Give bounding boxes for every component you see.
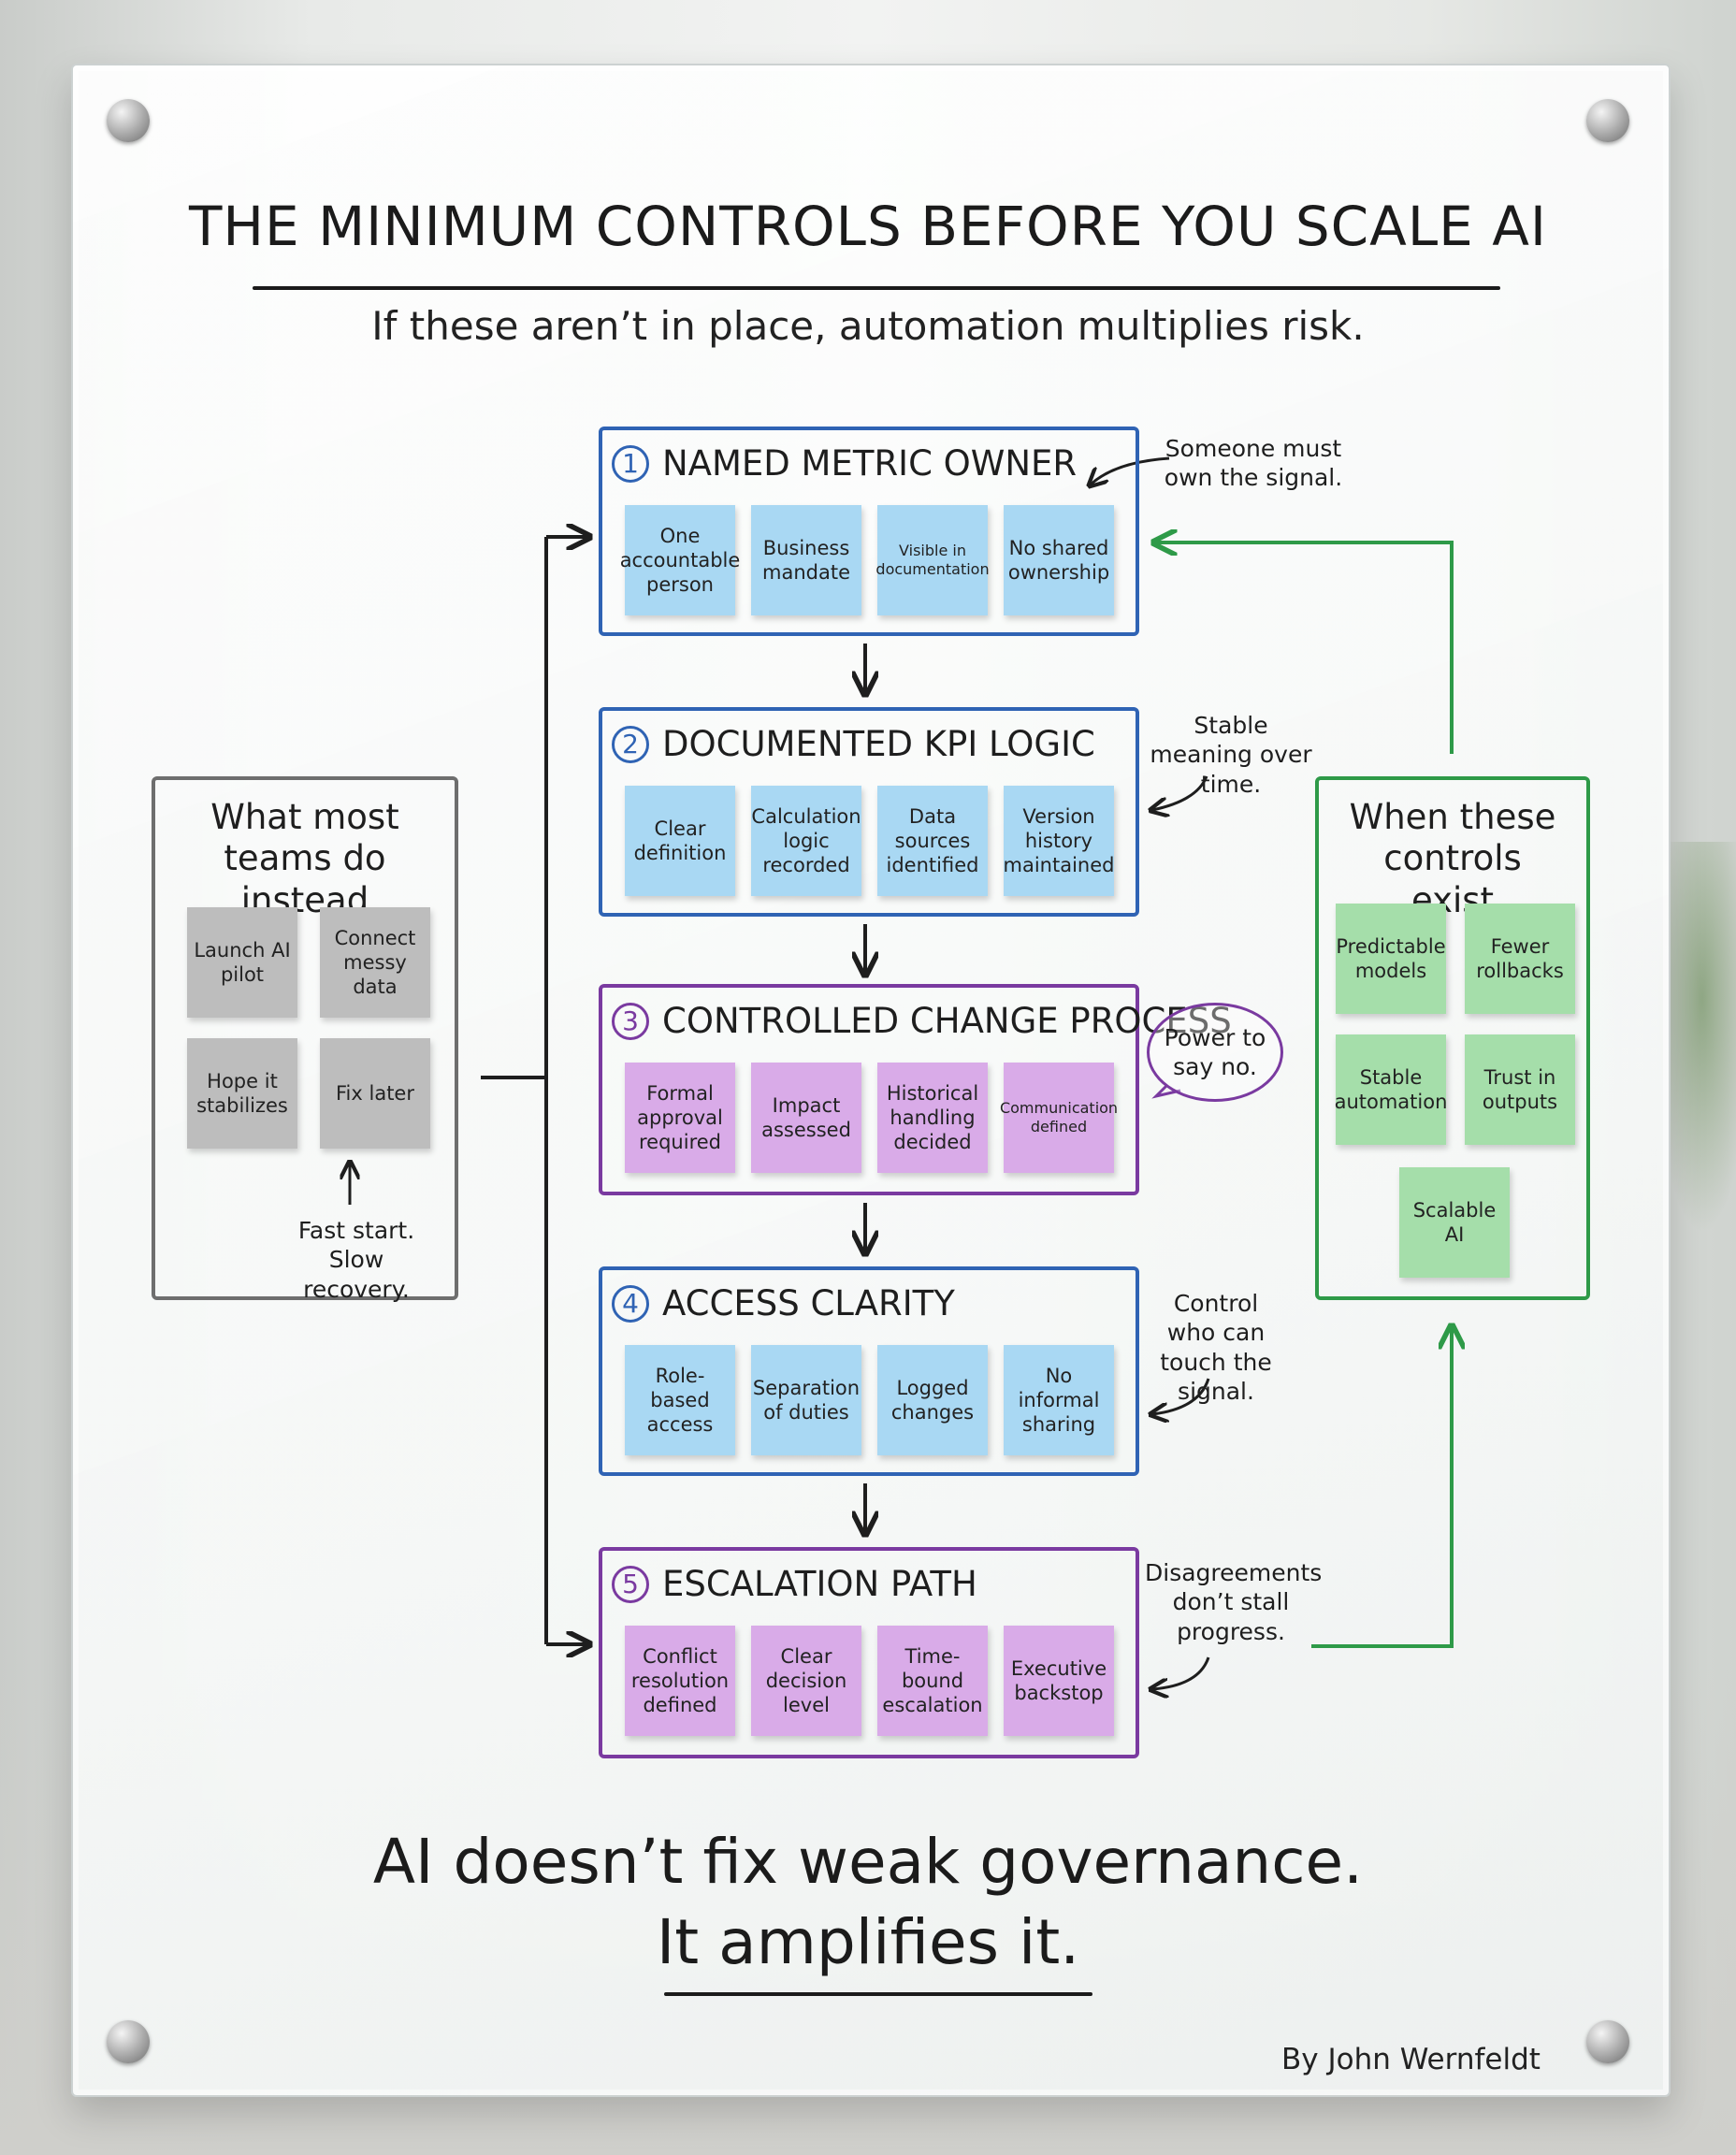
right-panel: When these controls exist Predictable mo… [1315,776,1590,1300]
step-2-title: DOCUMENTED KPI LOGIC [662,724,1095,764]
step-3-box: 3 CONTROLLED CHANGE PROCESS Formal appro… [599,984,1232,1195]
sticky-note: Communication defined [1000,1063,1118,1173]
sticky-note: Connect messy data [320,907,430,1018]
sticky-note: Fix later [320,1038,430,1149]
step-5-number: 5 [612,1565,649,1603]
step-1-number: 1 [612,444,649,483]
step-5-notes: Conflict resolution defined Clear decisi… [625,1626,1114,1736]
sticky-note: Impact assessed [751,1063,861,1173]
step-5-title: ESCALATION PATH [662,1564,977,1604]
sticky-note: Role-based access [625,1345,735,1455]
tagline-line-2: It amplifies it. [656,1905,1080,1978]
bolt-top-left-icon [107,99,150,142]
sticky-note: Trust in outputs [1465,1034,1575,1145]
sticky-note: Business mandate [751,505,861,615]
sticky-note: One accountable person [620,505,740,615]
step-4-title: ACCESS CLARITY [662,1283,955,1323]
step-2-heading: 2 DOCUMENTED KPI LOGIC [612,724,1095,764]
step-2-annotation: Stable meaning over time. [1150,712,1312,798]
left-bracket-line [481,537,548,1644]
step-3-notes: Formal approval required Impact assessed… [625,1063,1118,1173]
left-panel-notes: Launch AI pilot Connect messy data Hope … [187,907,430,1149]
sticky-note: No shared ownership [1004,505,1114,615]
bolt-bottom-left-icon [107,2020,150,2063]
step-4-box: 4 ACCESS CLARITY Role-based access Separ… [599,1266,1139,1476]
step-2-number: 2 [612,725,649,763]
sticky-note: Calculation logic recorded [751,786,861,896]
sticky-note: Scalable AI [1399,1167,1510,1278]
step-4-heading: 4 ACCESS CLARITY [612,1283,955,1323]
left-panel: What most teams do instead Launch AI pil… [152,776,458,1303]
step-1-title: NAMED METRIC OWNER [662,443,1078,484]
title-underline [253,286,1500,290]
page-subtitle: If these aren’t in place, automation mul… [371,303,1365,349]
step-3-title: CONTROLLED CHANGE PROCESS [662,1001,1232,1041]
sticky-note: Logged changes [877,1345,988,1455]
sticky-note: Hope it stabilizes [187,1038,297,1149]
step-5-box: 5 ESCALATION PATH Conflict resolution de… [599,1547,1139,1758]
sticky-note: Time-bound escalation [877,1626,988,1736]
page-title: THE MINIMUM CONTROLS BEFORE YOU SCALE AI [188,195,1548,258]
sticky-note: Data sources identified [877,786,988,896]
step-1-box: 1 NAMED METRIC OWNER One accountable per… [599,427,1139,636]
sticky-note: Conflict resolution defined [625,1626,735,1736]
sticky-note: Launch AI pilot [187,907,297,1018]
bolt-top-right-icon [1586,99,1629,142]
left-panel-title: What most teams do instead [210,797,399,920]
sticky-note: Fewer rollbacks [1465,904,1575,1014]
tagline-underline [664,1992,1092,1996]
step-3-heading: 3 CONTROLLED CHANGE PROCESS [612,1001,1232,1041]
step-4-notes: Role-based access Separation of duties L… [625,1345,1114,1455]
step-4-number: 4 [612,1284,649,1323]
tagline-line-1: AI doesn’t fix weak governance. [372,1826,1364,1898]
right-panel-notes: Predictable models Fewer rollbacks Stabl… [1335,904,1575,1145]
right-panel-title: When these controls exist [1349,797,1556,920]
step-3-number: 3 [612,1002,649,1040]
sticky-note: Predictable models [1336,904,1446,1014]
sticky-note: Clear decision level [751,1626,861,1736]
left-panel-annotation: Fast start. Slow recovery. [297,1217,415,1303]
step-2-box: 2 DOCUMENTED KPI LOGIC Clear definition … [599,707,1139,917]
step-1-heading: 1 NAMED METRIC OWNER [612,443,1077,484]
step-1-notes: One accountable person Business mandate … [620,505,1114,615]
green-loop-bottom [1311,1328,1452,1648]
step-3-speech-bubble: Power to say no. [1147,1003,1283,1102]
step-5-annotation: Disagreements don’t stall progress. [1145,1559,1323,1645]
sticky-note: Visible in documentation [875,505,990,615]
step-4-annotation: Control who can touch the signal. [1160,1290,1272,1405]
author-credit: By John Wernfeldt [1281,2043,1541,2076]
step-5-heading: 5 ESCALATION PATH [612,1564,977,1604]
sticky-note: No informal sharing [1004,1345,1114,1455]
sticky-note: Formal approval required [625,1063,735,1173]
sticky-note: Clear definition [625,786,735,896]
green-loop-top [1156,542,1454,754]
sticky-note: Executive backstop [1004,1626,1114,1736]
sticky-note: Stable automation [1335,1034,1447,1145]
sticky-note: Separation of duties [751,1345,861,1455]
step-2-notes: Clear definition Calculation logic recor… [625,786,1114,896]
sticky-note: Historical handling decided [877,1063,988,1173]
step-1-annotation: Someone must own the signal. [1164,435,1343,492]
tagline: AI doesn’t fix weak governance. It ampli… [168,1822,1568,1983]
bolt-bottom-right-icon [1586,2020,1629,2063]
sticky-note: Version history maintained [1004,786,1114,896]
